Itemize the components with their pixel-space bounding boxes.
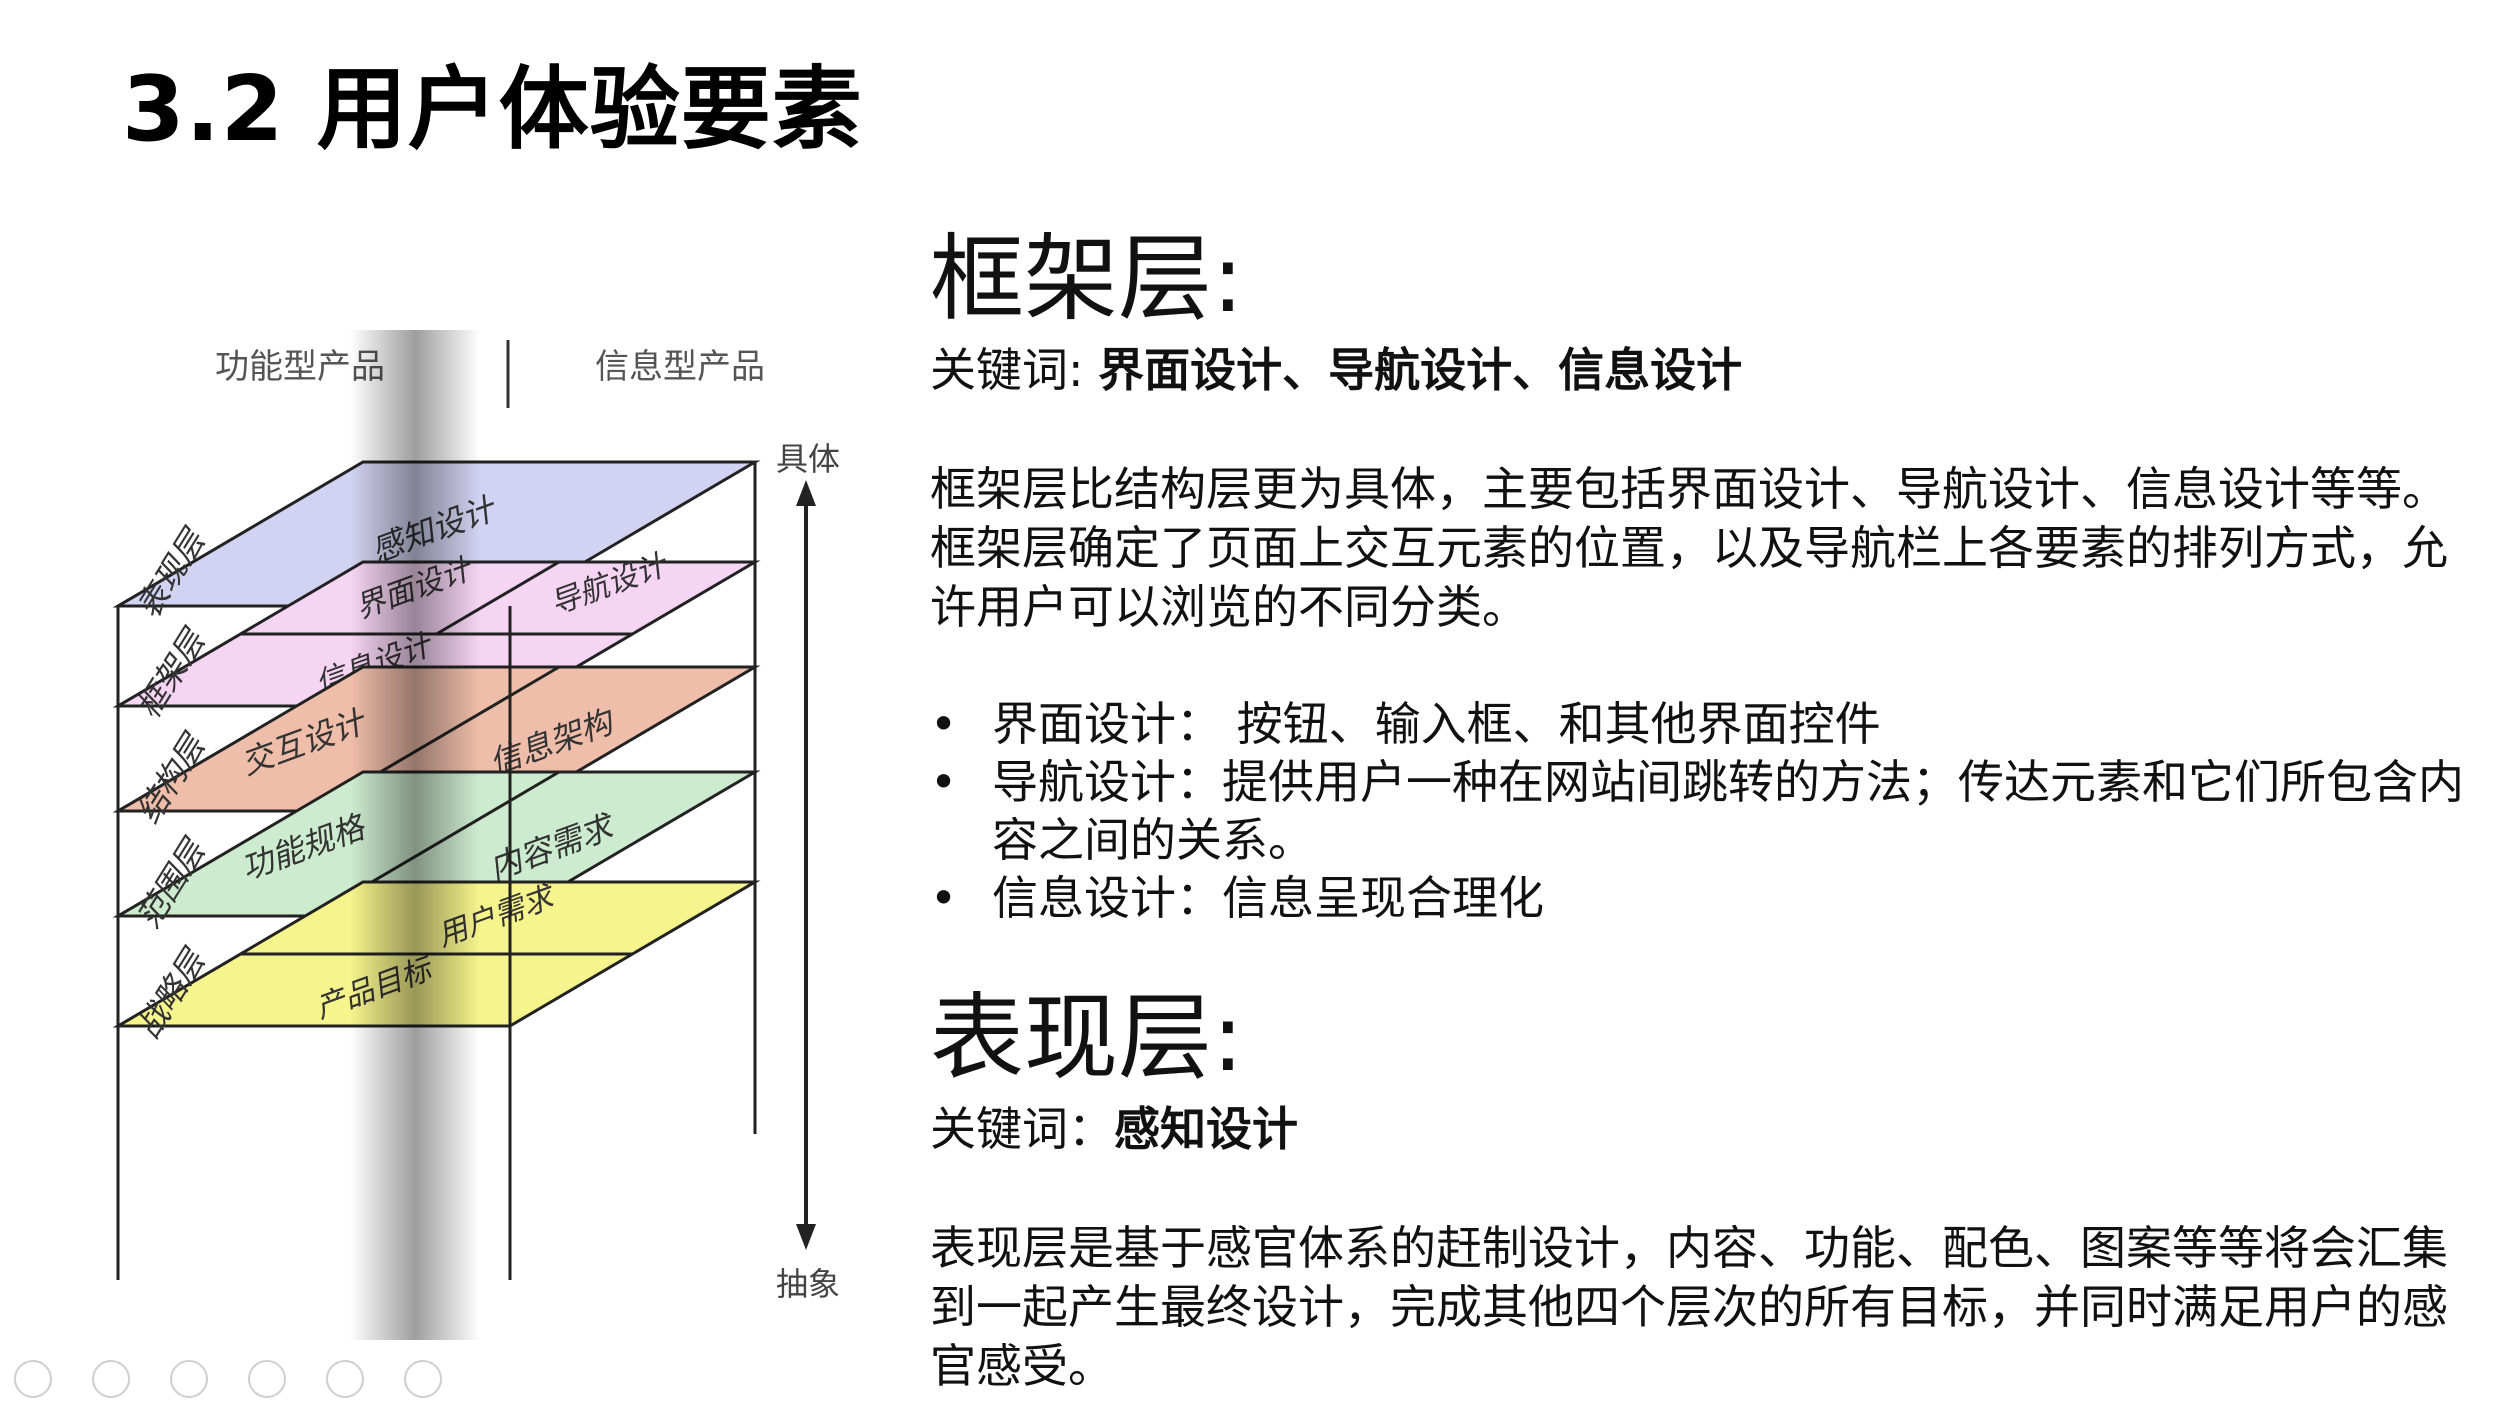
framework-keyword-label: 关键词: [930,343,1084,397]
pager-dot[interactable] [326,1360,364,1398]
list-item: • 信息设计：信息呈现合理化 [930,869,2470,927]
content-panel: 框架层: 关键词: 界面设计、导航设计、信息设计 框架层比结构层更为具体，主要包… [930,220,2470,1396]
pager-dot[interactable] [92,1360,130,1398]
list-item: • 界面设计： 按钮、输入框、和其他界面控件 [930,695,2470,753]
framework-keyword-value: 界面设计、导航设计、信息设计 [1098,343,1743,397]
column-label-informational: 信息型产品 [595,347,765,387]
pager-dot[interactable] [248,1360,286,1398]
presentation-keyword-label: 关键词： [930,1102,1114,1156]
bullet-text: 信息设计：信息呈现合理化 [992,871,1544,925]
bullet-text: 界面设计： 按钮、输入框、和其他界面控件 [992,697,1881,751]
list-item: • 导航设计：提供用户一种在网站间跳转的方法；传达元素和它们所包含内容之间的关系。 [930,753,2470,869]
framework-description: 框架层比结构层更为具体，主要包括界面设计、导航设计、信息设计等等。框架层确定了页… [930,462,2448,634]
presentation-heading: 表现层: [930,984,1244,1093]
axis-arrow-up [796,480,816,506]
presentation-description: 表现层是基于感官体系的赶制设计，内容、功能、配色、图案等等将会汇集到一起产生最终… [930,1221,2448,1393]
framework-bullet-list: • 界面设计： 按钮、输入框、和其他界面控件 • 导航设计：提供用户一种在网站间跳转… [930,695,2470,927]
bullet-text: 导航设计：提供用户一种在网站间跳转的方法；传达元素和它们所包含内容之间的关系。 [992,755,2464,867]
pager-dot[interactable] [170,1360,208,1398]
bullet-dot-icon: • [930,697,958,751]
center-beam [350,330,480,1340]
page-title: 3.2 用户体验要素 [122,57,863,162]
presentation-keyword-value: 感知设计 [1114,1102,1298,1156]
framework-keywords: 关键词: 界面设计、导航设计、信息设计 [930,340,2470,400]
axis-label-abstract: 抽象 [776,1265,840,1303]
axis-arrow-down [796,1224,816,1250]
presentation-keywords: 关键词：感知设计 [930,1099,2470,1159]
framework-heading: 框架层: [930,225,1244,334]
slide-pager [14,1360,482,1402]
pager-dot[interactable] [404,1360,442,1398]
axis-label-concrete: 具体 [776,440,840,478]
bullet-dot-icon: • [930,871,958,925]
pager-dot[interactable] [14,1360,52,1398]
bullet-dot-icon: • [930,755,958,809]
ux-elements-diagram: 功能型产品 信息型产品 感知设计表现层界面设计导航设计信息设计框架层交互设计信息… [112,330,840,1340]
